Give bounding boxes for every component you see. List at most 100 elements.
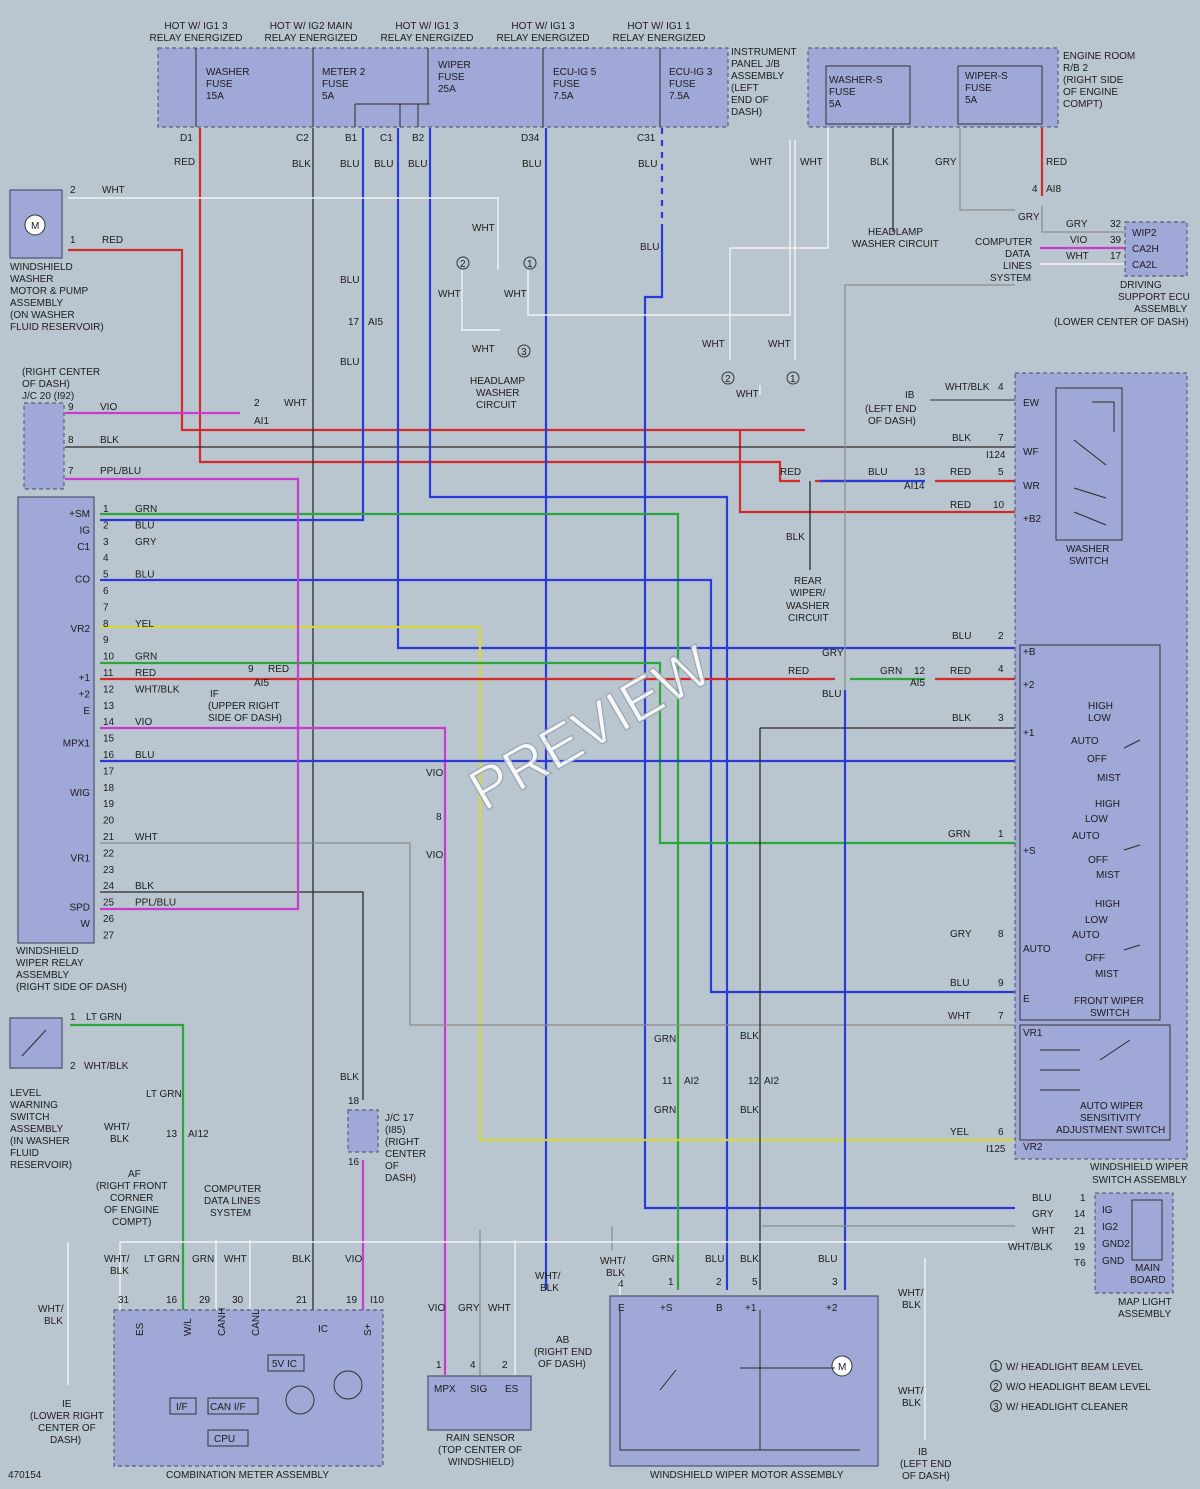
svg-text:5A: 5A [965, 95, 978, 106]
svg-text:WHT: WHT [438, 289, 461, 300]
relay-wire-color: BLU [135, 750, 154, 761]
relay-pin-number: 26 [103, 914, 115, 925]
svg-text:11: 11 [662, 1076, 673, 1087]
svg-text:PPL/BLU: PPL/BLU [100, 466, 141, 477]
svg-text:BLK: BLK [952, 713, 971, 724]
svg-text:2: 2 [70, 1061, 76, 1072]
svg-text:FUSE: FUSE [669, 79, 696, 90]
svg-text:C31: C31 [637, 133, 656, 144]
svg-text:4: 4 [998, 664, 1004, 675]
svg-text:MAP LIGHT: MAP LIGHT [1118, 1297, 1172, 1308]
svg-text:VR1: VR1 [1023, 1028, 1043, 1039]
svg-text:VIO: VIO [426, 768, 443, 779]
svg-text:VIO: VIO [428, 1303, 445, 1314]
svg-text:WHT: WHT [750, 157, 773, 168]
svg-text:GRN: GRN [654, 1105, 676, 1116]
svg-text:+1: +1 [745, 1303, 757, 1314]
svg-text:RED: RED [780, 467, 801, 478]
svg-text:IG: IG [1102, 1205, 1113, 1216]
svg-text:WIPER: WIPER [438, 60, 471, 71]
svg-text:EW: EW [1023, 398, 1040, 409]
svg-text:WHT/BLK: WHT/BLK [84, 1061, 129, 1072]
svg-text:ADJUSTMENT SWITCH: ADJUSTMENT SWITCH [1056, 1125, 1165, 1136]
svg-text:WIPER-S: WIPER-S [965, 71, 1008, 82]
svg-text:ASSEMBLY: ASSEMBLY [1118, 1309, 1171, 1320]
relay-wire-color: BLU [135, 570, 154, 581]
svg-text:9: 9 [248, 664, 254, 675]
svg-text:FUSE: FUSE [206, 79, 233, 90]
svg-text:7: 7 [998, 1011, 1004, 1022]
svg-text:AUTO: AUTO [1023, 944, 1051, 955]
svg-text:WIPER RELAY: WIPER RELAY [16, 958, 84, 969]
svg-text:32: 32 [1110, 219, 1122, 230]
svg-text:GRY: GRY [1032, 1209, 1054, 1220]
relay-pin-name: +SM [69, 509, 90, 520]
svg-text:HOT W/ IG1 3: HOT W/ IG1 3 [511, 21, 575, 32]
svg-text:END OF: END OF [731, 95, 769, 106]
svg-text:SWITCH: SWITCH [1090, 1008, 1129, 1019]
svg-text:SIG: SIG [470, 1384, 487, 1395]
relay-pin-number: 23 [103, 865, 115, 876]
svg-text:GRY: GRY [458, 1303, 480, 1314]
svg-text:E: E [1023, 994, 1030, 1005]
svg-text:ECU-IG 3: ECU-IG 3 [669, 67, 713, 78]
svg-text:(I85): (I85) [385, 1125, 406, 1136]
svg-text:COMPUTER: COMPUTER [975, 237, 1032, 248]
svg-text:WHT: WHT [472, 223, 495, 234]
svg-text:INSTRUMENT: INSTRUMENT [731, 47, 797, 58]
svg-text:BLK: BLK [44, 1316, 63, 1327]
svg-text:FUSE: FUSE [322, 79, 349, 90]
svg-text:LOW: LOW [1088, 713, 1111, 724]
relay-pin-number: 2 [103, 520, 109, 531]
relay-pin-number: 4 [103, 553, 109, 564]
svg-text:D1: D1 [180, 133, 193, 144]
svg-text:IG2: IG2 [1102, 1222, 1119, 1233]
svg-text:RELAY ENERGIZED: RELAY ENERGIZED [497, 33, 590, 44]
relay-pin-number: 18 [103, 783, 115, 794]
svg-text:+B2: +B2 [1023, 514, 1042, 525]
svg-text:B: B [716, 1303, 723, 1314]
svg-text:CANH: CANH [217, 1308, 228, 1336]
svg-text:FLUID RESERVOIR): FLUID RESERVOIR) [10, 322, 104, 333]
svg-text:VIO: VIO [1070, 235, 1087, 246]
svg-text:(ON WASHER: (ON WASHER [10, 310, 75, 321]
svg-text:(UPPER RIGHT: (UPPER RIGHT [208, 701, 280, 712]
svg-text:IC: IC [318, 1324, 328, 1335]
svg-text:WF: WF [1023, 447, 1039, 458]
svg-text:WASHER-S: WASHER-S [829, 75, 883, 86]
svg-text:VIO: VIO [100, 402, 117, 413]
svg-text:19: 19 [346, 1295, 358, 1306]
svg-text:RED: RED [1046, 157, 1067, 168]
svg-text:BLK: BLK [902, 1398, 921, 1409]
svg-text:CPU: CPU [214, 1434, 235, 1445]
svg-text:BLK: BLK [540, 1283, 559, 1294]
svg-text:T6: T6 [1074, 1258, 1086, 1269]
svg-text:BLK: BLK [952, 433, 971, 444]
svg-text:DASH): DASH) [50, 1435, 81, 1446]
svg-text:ASSEMBLY: ASSEMBLY [1134, 304, 1187, 315]
svg-text:1: 1 [668, 1277, 674, 1288]
svg-text:C1: C1 [380, 133, 393, 144]
svg-text:CENTER: CENTER [385, 1149, 426, 1160]
svg-text:GRN: GRN [192, 1254, 214, 1265]
svg-text:3: 3 [993, 1402, 999, 1413]
svg-text:MIST: MIST [1096, 870, 1120, 881]
svg-text:YEL: YEL [950, 1127, 969, 1138]
svg-text:1: 1 [998, 829, 1004, 840]
svg-text:I/F: I/F [176, 1402, 188, 1413]
svg-text:OFF: OFF [1085, 953, 1105, 964]
svg-text:BLK: BLK [740, 1031, 759, 1042]
svg-text:WHT: WHT [488, 1303, 511, 1314]
legend: 1 W/ HEADLIGHT BEAM LEVEL 2 W/O HEADLIGH… [990, 1360, 1151, 1413]
svg-text:REAR: REAR [794, 576, 822, 587]
svg-text:(RIGHT CENTER: (RIGHT CENTER [22, 367, 100, 378]
svg-text:FUSE: FUSE [965, 83, 992, 94]
svg-text:(TOP CENTER OF: (TOP CENTER OF [438, 1445, 522, 1456]
svg-text:I10: I10 [370, 1295, 384, 1306]
svg-text:WHT: WHT [472, 344, 495, 355]
svg-text:W/L: W/L [183, 1318, 194, 1336]
svg-text:17: 17 [348, 317, 360, 328]
relay-pin-number: 16 [103, 750, 115, 761]
